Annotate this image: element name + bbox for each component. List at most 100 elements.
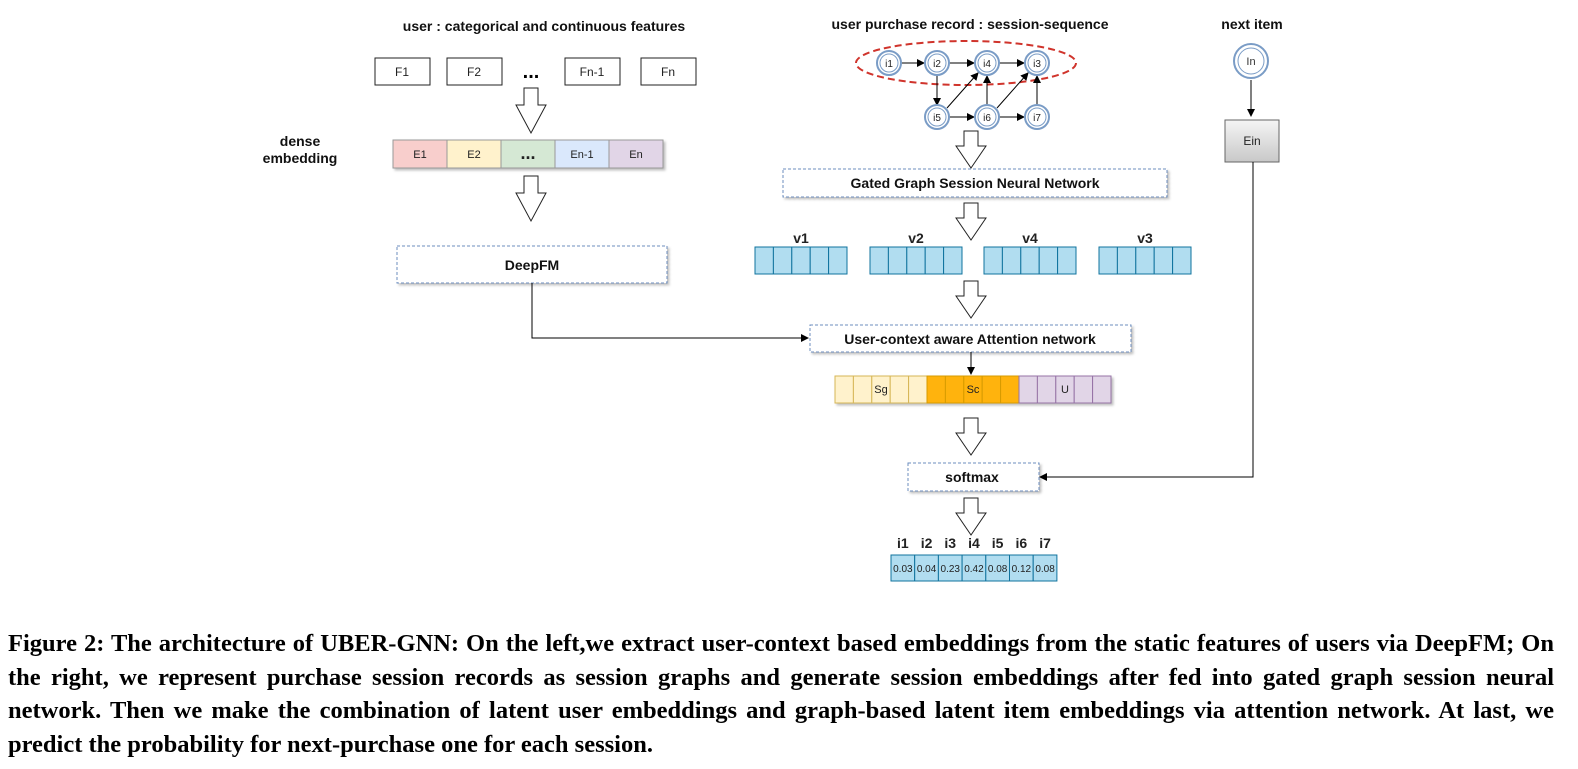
dense-cell-label: ...: [520, 143, 535, 163]
attention-cell: [926, 375, 946, 404]
flow-arrow-attention: [955, 417, 987, 456]
flow-arrow-vectors: [955, 280, 987, 319]
dense-embedding-row: E1 E2... En-1 En: [392, 139, 664, 169]
dense-cell: [500, 139, 556, 169]
flow-arrow-softmax: [955, 497, 987, 536]
session-vector-cell: [772, 246, 793, 275]
flow-arrow-embedding: [515, 175, 547, 223]
output-prob-cell: [1032, 554, 1058, 582]
dense-cell-label: En-1: [570, 149, 593, 161]
session-vector-cell: [1001, 246, 1022, 275]
graph-node-label: i5: [933, 113, 941, 124]
attention-cell: [1036, 375, 1057, 404]
feature-label-fn-1: Fn-1: [580, 65, 605, 79]
dense-cell-label: En: [629, 149, 642, 161]
next-item-node: In: [1233, 43, 1269, 79]
graph-node-inner: [977, 53, 997, 73]
attention-cell: [889, 375, 910, 404]
dense-label-line1: dense: [280, 133, 321, 149]
attention-label: User-context aware Attention network: [844, 331, 1096, 347]
output-prob-value: 0.23: [941, 564, 961, 575]
attention-cell: [834, 375, 854, 404]
feature-box-f2: F2: [446, 57, 503, 86]
attention-cell: [981, 375, 1002, 404]
attention-cell: [908, 375, 928, 404]
attention-segment-label: Sg: [874, 384, 887, 396]
graph-node-label: i7: [1033, 113, 1041, 124]
session-vector-cell: [924, 246, 945, 275]
session-vector-cell: [754, 246, 774, 275]
dense-label-line2: embedding: [263, 150, 338, 166]
feature-box-f1: F1: [374, 57, 431, 86]
dense-cell: [446, 139, 502, 169]
dense-cell-label: E2: [467, 149, 480, 161]
attention-cell: [1000, 375, 1020, 404]
session-vector-cell: [1153, 246, 1174, 275]
session-vector-cell: [1020, 246, 1040, 275]
attention-segment-label: U: [1061, 384, 1069, 396]
graph-node-inner: [977, 107, 997, 127]
graph-node-label: i3: [1033, 59, 1041, 70]
dense-cell-label: E1: [413, 149, 426, 161]
feature-label-f1: F1: [395, 65, 409, 79]
attention-cell: [944, 375, 965, 404]
next-item-title: next item: [1221, 16, 1282, 32]
output-item-label: i1: [897, 535, 909, 551]
graph-node-inner: [1027, 53, 1047, 73]
dense-cell: [554, 139, 610, 169]
dense-cell: [392, 139, 448, 169]
graph-node-label: i1: [885, 59, 893, 70]
attention-cell: [1092, 375, 1112, 404]
session-vector-label: v3: [1137, 230, 1153, 246]
ggsnn-box: Gated Graph Session Neural Network: [782, 168, 1168, 198]
graph-node-inner: [927, 107, 947, 127]
ggsnn-label: Gated Graph Session Neural Network: [851, 175, 1100, 191]
architecture-diagram: user : categorical and continuous featur…: [263, 16, 1283, 582]
output-prob-value: 0.08: [1035, 564, 1055, 575]
graph-node-label: i2: [933, 59, 941, 70]
session-vector-cell: [809, 246, 830, 275]
ein-label: Ein: [1243, 134, 1260, 148]
output-item-label: i6: [1016, 535, 1028, 551]
graph-node-label: i4: [983, 59, 991, 70]
deepfm-box: DeepFM: [396, 245, 668, 284]
output-prob-value: 0.12: [1012, 564, 1032, 575]
session-vector-cell: [1135, 246, 1155, 275]
session-vector-cell: [1098, 246, 1118, 275]
feature-label-f2: F2: [467, 65, 481, 79]
session-vector-cell: [1116, 246, 1137, 275]
session-sequence-ellipse: [855, 40, 1077, 86]
output-probabilities: i10.03i20.04i30.23i40.42i50.08i60.12i70.…: [890, 535, 1058, 582]
session-vector-cell: [887, 246, 908, 275]
session-vector-cell: [1057, 246, 1077, 275]
flow-arrow-graph: [955, 130, 987, 169]
output-prob-value: 0.42: [964, 564, 984, 575]
graph-node-inner: [1027, 107, 1047, 127]
output-item-label: i7: [1039, 535, 1051, 551]
deepfm-label: DeepFM: [505, 257, 559, 273]
deepfm-to-attention-connector: [531, 283, 809, 342]
output-item-label: i5: [992, 535, 1004, 551]
figure-caption: Figure 2: The architecture of UBER-GNN: …: [8, 630, 1554, 758]
feature-box-fn: Fn: [640, 57, 697, 86]
session-vector-label: v1: [793, 230, 809, 246]
next-item-label: In: [1246, 56, 1255, 68]
output-prob-value: 0.08: [988, 564, 1008, 575]
session-vector-cell: [869, 246, 889, 275]
user-features-title: user : categorical and continuous featur…: [403, 18, 686, 34]
session-vector-cell: [906, 246, 926, 275]
graph-node-inner: [879, 53, 899, 73]
attention-cell: [1018, 375, 1038, 404]
softmax-box: softmax: [907, 462, 1040, 492]
flow-arrow-features: [515, 87, 547, 135]
feature-box-fn-1: Fn-1: [564, 57, 621, 86]
flow-arrow-ggsnn: [955, 202, 987, 241]
session-vector-cell: [1038, 246, 1059, 275]
feature-ellipsis: ...: [523, 61, 540, 83]
output-item-label: i3: [944, 535, 956, 551]
output-prob-value: 0.03: [893, 564, 913, 575]
softmax-label: softmax: [945, 469, 999, 485]
